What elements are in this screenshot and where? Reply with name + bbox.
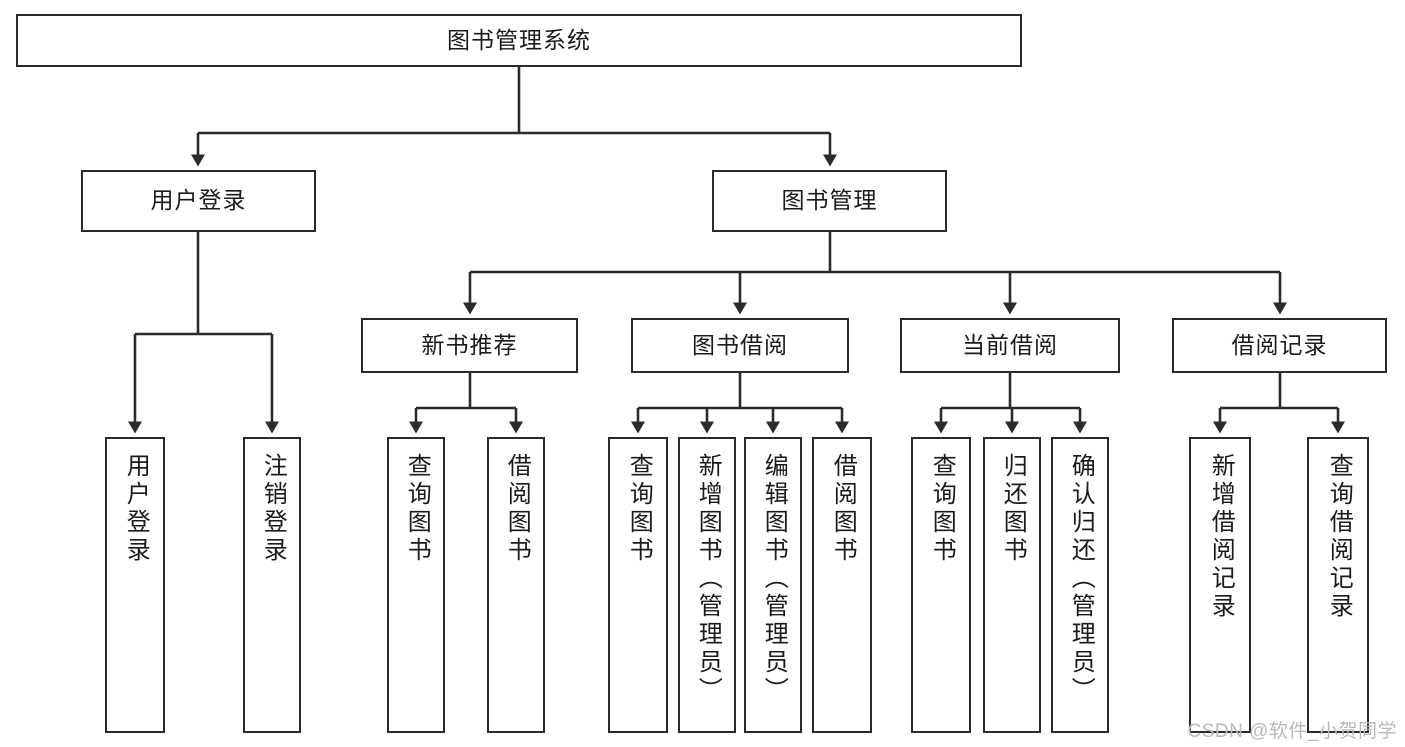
leaf-borrow-borrow-book[interactable]: 借阅图书 [812, 437, 872, 733]
leaf-user-logout[interactable]: 注销登录 [243, 437, 301, 733]
node-label: 新书推荐 [421, 331, 518, 358]
node-label: 借阅图书 [503, 453, 531, 565]
node-label: 新增借阅记录 [1207, 453, 1235, 621]
node-label: 用户登录 [122, 453, 150, 565]
leaf-current-return-book[interactable]: 归还图书 [983, 437, 1041, 733]
node-label: 新增图书（管理员） [694, 453, 722, 705]
node-borrow-records[interactable]: 借阅记录 [1172, 318, 1387, 373]
node-label: 查询图书 [403, 453, 431, 565]
node-label: 用户登录 [150, 187, 247, 214]
node-label: 确认归还（管理员） [1067, 453, 1095, 705]
node-label: 当前借阅 [962, 331, 1058, 358]
node-label: 图书管理系统 [447, 26, 591, 53]
node-label: 图书借阅 [692, 331, 788, 358]
node-label: 图书管理 [781, 187, 878, 214]
leaf-current-confirm-return-admin[interactable]: 确认归还（管理员） [1051, 437, 1109, 733]
node-root-system[interactable]: 图书管理系统 [16, 14, 1022, 67]
leaf-user-login[interactable]: 用户登录 [105, 437, 165, 733]
leaf-newbook-borrow-book[interactable]: 借阅图书 [487, 437, 545, 733]
leaf-borrow-add-book-admin[interactable]: 新增图书（管理员） [678, 437, 736, 733]
node-current-borrow[interactable]: 当前借阅 [900, 318, 1120, 373]
leaf-records-add-record[interactable]: 新增借阅记录 [1189, 437, 1251, 733]
node-label: 查询图书 [625, 453, 653, 565]
node-label: 借阅图书 [829, 453, 857, 565]
node-user-login[interactable]: 用户登录 [81, 170, 316, 232]
node-label: 注销登录 [259, 453, 287, 565]
node-label: 归还图书 [999, 453, 1027, 565]
node-label: 编辑图书（管理员） [760, 453, 788, 705]
leaf-newbook-query-book[interactable]: 查询图书 [387, 437, 445, 733]
leaf-records-query-record[interactable]: 查询借阅记录 [1307, 437, 1369, 733]
node-book-management[interactable]: 图书管理 [712, 170, 947, 232]
node-label: 查询借阅记录 [1325, 453, 1353, 621]
node-label: 借阅记录 [1231, 331, 1328, 358]
leaf-current-query-book[interactable]: 查询图书 [911, 437, 971, 733]
node-label: 查询图书 [928, 453, 956, 565]
node-new-book-recommend[interactable]: 新书推荐 [361, 318, 578, 373]
leaf-borrow-query-book[interactable]: 查询图书 [608, 437, 668, 733]
node-book-borrow[interactable]: 图书借阅 [631, 318, 849, 373]
leaf-borrow-edit-book-admin[interactable]: 编辑图书（管理员） [744, 437, 802, 733]
